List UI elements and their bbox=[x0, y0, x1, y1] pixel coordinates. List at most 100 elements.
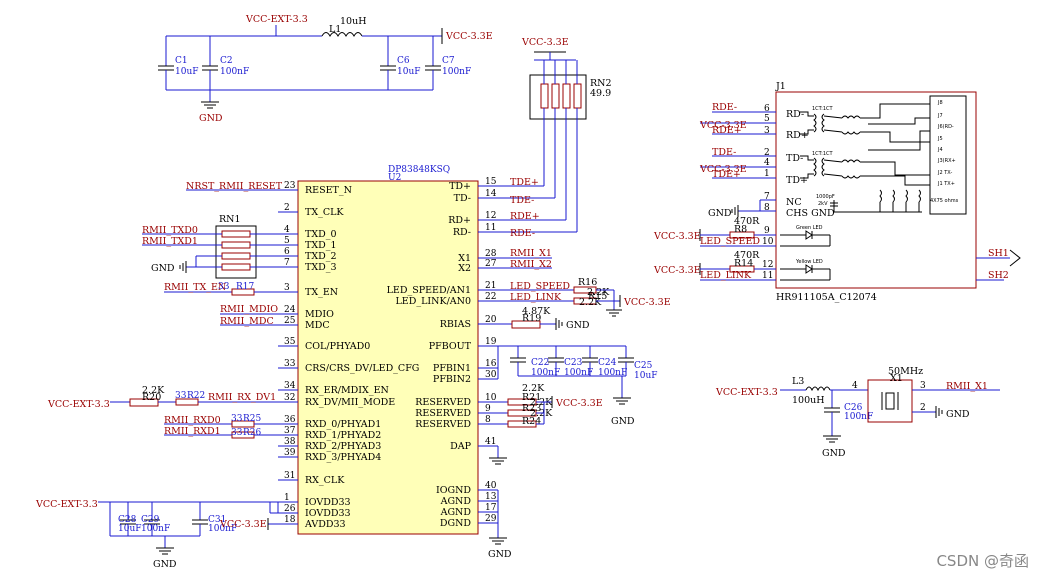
j1-num-5: 5 bbox=[764, 114, 770, 124]
ic-pin-name: RX_CLK bbox=[305, 475, 345, 486]
ic-pin-number: 30 bbox=[485, 370, 497, 380]
j1-net-rde-n: RDE- bbox=[712, 102, 737, 113]
net-x1-osc: RMII_X1 bbox=[946, 381, 988, 392]
r16-value: 2.2K bbox=[587, 287, 610, 298]
j1-led-vcc-2: VCC-3.3E bbox=[653, 265, 701, 276]
ic-pin-name: IOGND bbox=[436, 485, 471, 496]
r14-ref: R14 bbox=[734, 258, 753, 269]
c28-ref: C28 bbox=[118, 515, 137, 525]
net-led-link: LED_LINK bbox=[510, 292, 562, 303]
j1-num-9: 9 bbox=[764, 226, 770, 236]
j1-num-6: 6 bbox=[764, 104, 770, 114]
ic-pin-number: 36 bbox=[284, 415, 296, 425]
inner-pin-j3: J3(RX+ bbox=[937, 158, 956, 164]
ic-body bbox=[297, 180, 479, 535]
j1-num-7: 7 bbox=[764, 192, 770, 202]
r24-ref: R24 bbox=[522, 416, 541, 427]
ic-pin-number: 34 bbox=[284, 381, 296, 391]
xfmr-label-1: 1CT:1CT bbox=[812, 106, 834, 112]
c22-ref: C22 bbox=[531, 358, 549, 368]
j1-led-vcc-1: VCC-3.3E bbox=[653, 231, 701, 242]
net-rdp: RDE+ bbox=[510, 211, 540, 222]
r19-ref: R19 bbox=[522, 313, 541, 324]
ic-pin-number: 28 bbox=[485, 249, 497, 259]
ic-pin-number: 14 bbox=[485, 189, 497, 199]
ic-pin-name: MDIO bbox=[305, 309, 334, 320]
green-led-label: Green LED bbox=[796, 225, 823, 231]
j1-net-led-link: LED_LINK bbox=[700, 270, 752, 281]
ic-pin-number: 16 bbox=[485, 359, 497, 369]
left-nets: NRST_RMII_RESET RN1 RMII_TXD0 RMII_TXD1 … bbox=[35, 181, 283, 570]
r19-value: 4.87K bbox=[522, 306, 551, 317]
ic-pin-name: TXD_1 bbox=[305, 240, 337, 251]
r22-ref: R22 bbox=[187, 391, 205, 401]
ic-pin-number: 13 bbox=[485, 492, 497, 502]
ic-pin-name: RESERVED bbox=[415, 419, 471, 430]
ic-pin-name: PFBIN2 bbox=[433, 374, 471, 385]
r25-value: 33 bbox=[231, 414, 243, 424]
x1-ref: X1 bbox=[890, 373, 903, 384]
ic-pin-name: TX_CLK bbox=[305, 207, 344, 218]
ic-pin-name: CRS/CRS_DV/LED_CFG bbox=[305, 363, 419, 374]
c31-ref: C31 bbox=[208, 515, 226, 525]
ic-pin-name: LED_LINK/AN0 bbox=[396, 296, 472, 307]
l1-ref: L1 bbox=[329, 24, 341, 35]
l3-inductor bbox=[805, 386, 831, 392]
c29-value: 100nF bbox=[141, 524, 170, 534]
l1-inductor bbox=[321, 32, 363, 38]
ic-part: DP83848KSQ bbox=[388, 165, 450, 175]
r17-value: 33 bbox=[218, 282, 230, 292]
avdd-vcc-label: VCC-3.3E bbox=[219, 519, 267, 530]
ic-pin-name: RXD_3/PHYAD4 bbox=[305, 452, 381, 463]
c31-value: 100nF bbox=[208, 524, 237, 534]
r26-value: 33 bbox=[231, 428, 243, 438]
r25-ref: R25 bbox=[243, 414, 262, 424]
cap-note-2: 2kV bbox=[818, 201, 828, 207]
ic-pin-name: AGND bbox=[440, 496, 472, 507]
net-x2: RMII_X2 bbox=[510, 259, 552, 270]
gnd-label-pfb: GND bbox=[611, 416, 635, 427]
net-txd1: RMII_TXD1 bbox=[142, 236, 198, 247]
gnd-label-dgnd: GND bbox=[488, 549, 512, 560]
led-vcc-label: VCC-3.3E bbox=[623, 297, 671, 308]
x1-value: 50MHz bbox=[888, 366, 923, 377]
iovdd-vcc-label: VCC-EXT-3.3 bbox=[35, 499, 98, 510]
inner-pin-j6: J6(RD- bbox=[937, 124, 954, 130]
svg-text:4: 4 bbox=[852, 381, 858, 391]
r17-ref: R17 bbox=[236, 282, 255, 292]
j1-num-4: 4 bbox=[764, 158, 770, 168]
net-mdc: RMII_MDC bbox=[220, 316, 274, 327]
ic-pin-number: 40 bbox=[485, 481, 497, 491]
c1-value: 10uF bbox=[175, 67, 199, 77]
ic-pin-number: 20 bbox=[485, 315, 497, 325]
watermark: CSDN @奇函 bbox=[936, 552, 1029, 570]
svg-text:2: 2 bbox=[920, 403, 926, 413]
j1-pin-rdn: RD- bbox=[786, 109, 804, 120]
inner-pin-j1: J1 TX+ bbox=[937, 181, 955, 187]
ic-pin-name: RD- bbox=[453, 227, 471, 238]
ic-pin-number: 8 bbox=[485, 415, 491, 425]
r14-value: 470R bbox=[734, 250, 760, 261]
ic-pin-number: 35 bbox=[284, 337, 296, 347]
ic-pin-name: TXD_0 bbox=[305, 229, 337, 240]
ic-pin-name: X2 bbox=[458, 263, 471, 274]
j1-net-rde-p: RDE+ bbox=[712, 125, 742, 136]
xfmr-label-2: 1CT:1CT bbox=[812, 151, 834, 157]
ic-pin-name: TX_EN bbox=[305, 287, 338, 298]
c23-value: 100nF bbox=[564, 368, 593, 378]
r15-ref: R15 bbox=[588, 291, 607, 302]
rn2-network: VCC-3.3E RN2 49.9 bbox=[521, 37, 612, 232]
ic-pin-name: RX_ER/MDIX_EN bbox=[305, 385, 389, 396]
j1-pin-nc: NC bbox=[786, 197, 802, 208]
j1-net-tde-p: TDE+ bbox=[712, 169, 741, 180]
r8-ref: R8 bbox=[734, 224, 747, 235]
ic-pin-number: 25 bbox=[284, 316, 296, 326]
net-txd0: RMII_TXD0 bbox=[142, 225, 198, 236]
rxdv-vcc-label: VCC-EXT-3.3 bbox=[47, 399, 110, 410]
ic-pin-number: 17 bbox=[485, 503, 497, 513]
ic-pin-number: 21 bbox=[485, 281, 496, 291]
res-note: 4X75 ohms bbox=[930, 198, 959, 204]
c2-ref: C2 bbox=[220, 56, 233, 66]
crystal-section: VCC-EXT-3.3 L3 100uH 4 C26 100nF GND 50M… bbox=[715, 366, 1000, 459]
